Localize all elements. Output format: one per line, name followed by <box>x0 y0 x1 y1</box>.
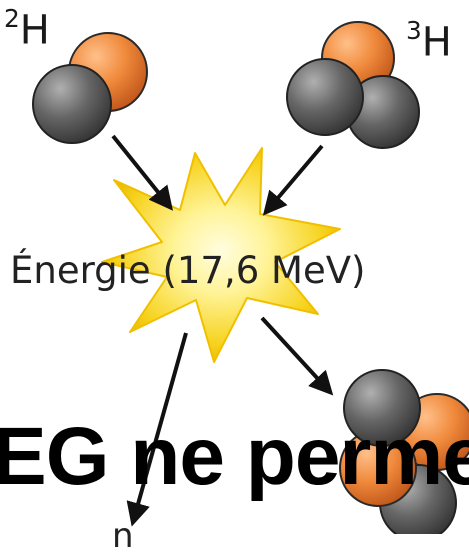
fusion-diagram <box>32 21 469 534</box>
neutron <box>286 58 364 136</box>
deuterium-symbol: H <box>19 7 50 54</box>
helium-nucleus <box>339 369 469 534</box>
tritium-label: 3H <box>406 15 452 66</box>
arrow-neutron-out <box>126 332 188 527</box>
neutron <box>343 369 421 447</box>
tritium-mass-number: 3 <box>406 15 422 45</box>
tritium-nucleus <box>286 21 420 149</box>
deuterium-mass-number: 2 <box>4 3 20 33</box>
arrow-deuterium-in <box>111 134 174 211</box>
neutron <box>32 64 112 144</box>
energy-burst <box>101 147 341 363</box>
arrow-helium-out <box>260 316 334 396</box>
arrow-tritium-in <box>262 144 324 216</box>
energy-label: Énergie (17,6 MeV) <box>10 249 366 292</box>
overlay-text: EG ne perme <box>0 411 469 502</box>
deuterium-nucleus <box>32 32 148 144</box>
deuterium-label: 2H <box>4 3 50 54</box>
neutron-label: n <box>112 516 134 556</box>
tritium-symbol: H <box>421 19 452 66</box>
